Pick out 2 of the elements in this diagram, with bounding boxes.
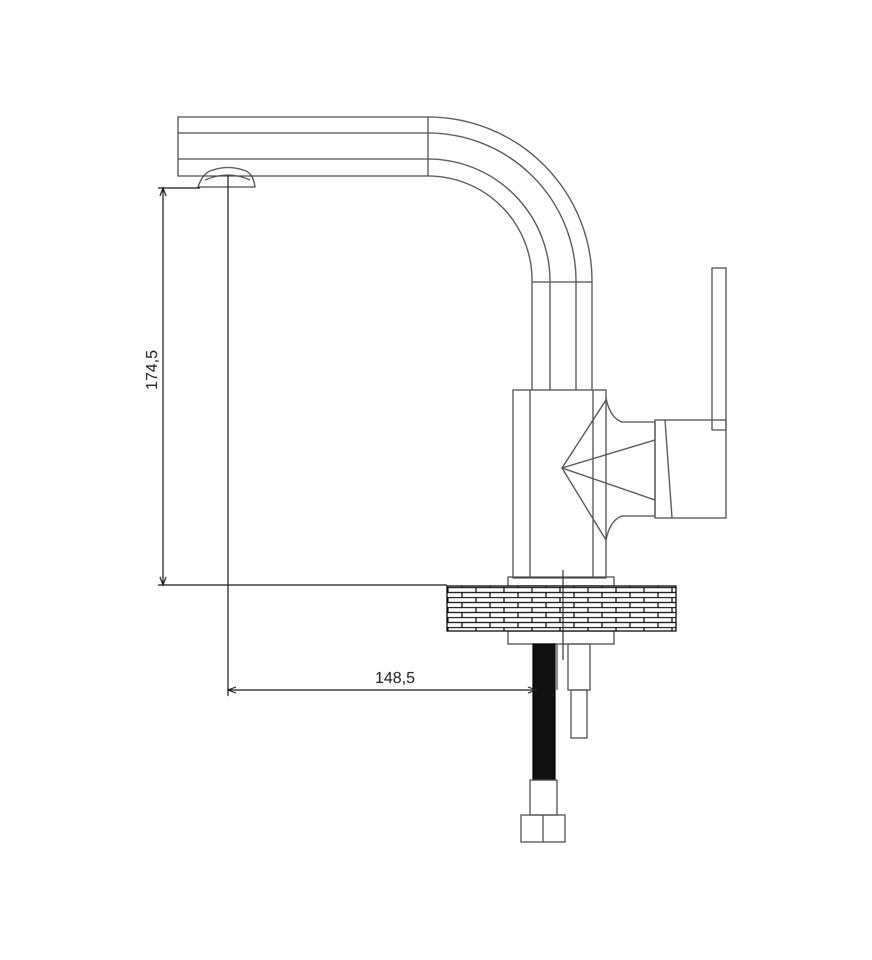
dimension-label: 148,5 bbox=[375, 671, 416, 687]
dimension-label: 174,5 bbox=[145, 350, 162, 390]
